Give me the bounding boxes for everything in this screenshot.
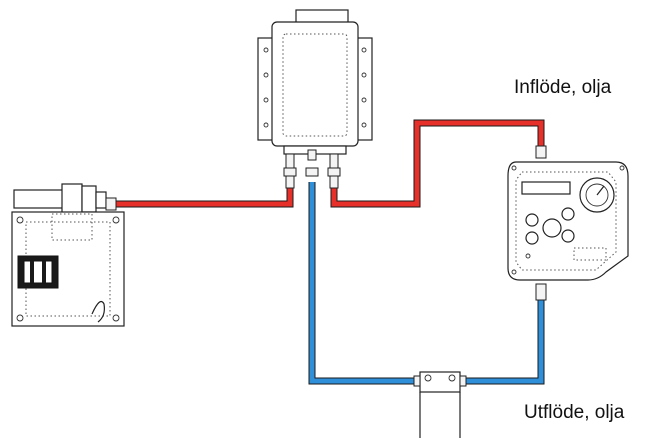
red-hose-left bbox=[116, 188, 294, 208]
inflow-label: Inflöde, olja bbox=[514, 77, 612, 98]
left-pump-unit bbox=[11, 183, 125, 327]
blue-hose-outflow bbox=[308, 182, 545, 385]
oil-filter bbox=[413, 371, 467, 438]
red-hose-inflow bbox=[330, 119, 545, 208]
outflow-label: Utflöde, olja bbox=[524, 402, 625, 423]
manifold-housing bbox=[257, 9, 373, 189]
pressure-controller bbox=[507, 145, 629, 301]
